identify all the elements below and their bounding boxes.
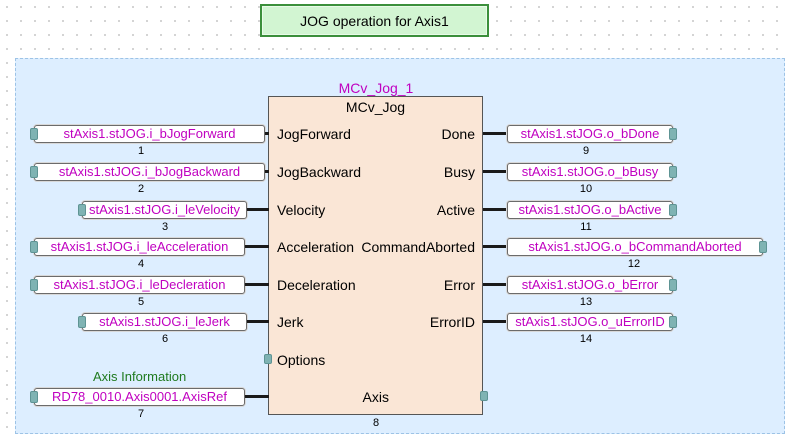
connector-icon[interactable] <box>78 204 86 216</box>
pin-acceleration: Acceleration <box>277 239 355 255</box>
pin-jogbackward: JogBackward <box>277 164 362 180</box>
pin-busy: Busy <box>443 164 475 180</box>
wire <box>245 283 269 286</box>
wire <box>483 132 507 135</box>
wire <box>245 395 269 398</box>
pin-errorid: ErrorID <box>429 314 475 330</box>
connector-icon[interactable] <box>669 204 677 216</box>
input-variable-jerk[interactable]: stAxis1.stJOG.i_leJerk <box>82 313 247 331</box>
step-number: 10 <box>579 183 593 195</box>
step-number-axis: 8 <box>372 417 380 429</box>
input-variable-axis[interactable]: RD78_0010.Axis0001.AxisRef <box>34 388 245 406</box>
wire <box>483 170 507 173</box>
connector-icon[interactable] <box>30 391 38 403</box>
connector-icon[interactable] <box>759 241 767 253</box>
wire <box>247 320 269 323</box>
comment-box[interactable]: JOG operation for Axis1 <box>260 4 489 37</box>
step-number: 9 <box>582 145 590 157</box>
pin-done: Done <box>441 126 475 142</box>
pin-jerk: Jerk <box>277 314 304 330</box>
wire <box>483 283 507 286</box>
step-number: 1 <box>137 145 145 157</box>
wire <box>483 320 507 323</box>
connector-icon[interactable] <box>669 279 677 291</box>
pin-velocity: Velocity <box>277 202 326 218</box>
wire <box>483 245 507 248</box>
connector-icon[interactable] <box>30 166 38 178</box>
step-number: 6 <box>161 333 169 345</box>
input-variable-jogforward[interactable]: stAxis1.stJOG.i_bJogForward <box>34 125 265 143</box>
step-number: 5 <box>137 296 145 308</box>
pin-options: Options <box>277 352 326 368</box>
step-number: 3 <box>161 221 169 233</box>
wire <box>483 208 507 211</box>
pin-error: Error <box>443 277 475 293</box>
wire <box>265 170 269 173</box>
connector-icon[interactable] <box>78 316 86 328</box>
output-variable-busy[interactable]: stAxis1.stJOG.o_bBusy <box>507 163 673 181</box>
wire <box>265 132 269 135</box>
output-variable-errorid[interactable]: stAxis1.stJOG.o_uErrorID <box>507 313 673 331</box>
connector-icon[interactable] <box>669 316 677 328</box>
connector-icon[interactable] <box>30 279 38 291</box>
pin-deceleration: Deceleration <box>277 277 356 293</box>
input-variable-acceleration[interactable]: stAxis1.stJOG.i_leAcceleration <box>34 238 245 256</box>
step-number: 14 <box>579 333 593 345</box>
output-variable-commandaborted[interactable]: stAxis1.stJOG.o_bCommandAborted <box>507 238 763 256</box>
pin-commandaborted: CommandAborted <box>361 239 475 255</box>
step-number: 7 <box>137 408 145 420</box>
output-variable-error[interactable]: stAxis1.stJOG.o_bError <box>507 276 673 294</box>
connector-icon[interactable] <box>30 241 38 253</box>
output-variable-done[interactable]: stAxis1.stJOG.o_bDone <box>507 125 673 143</box>
step-number: 12 <box>627 258 641 270</box>
step-number: 11 <box>580 221 592 233</box>
comment-text: JOG operation for Axis1 <box>300 12 449 29</box>
function-block[interactable] <box>268 96 483 415</box>
output-variable-active[interactable]: stAxis1.stJOG.o_bActive <box>507 201 673 219</box>
wire <box>247 208 269 211</box>
options-connector-icon[interactable] <box>264 354 272 364</box>
instance-name[interactable]: MCv_Jog_1 <box>338 80 414 96</box>
step-number: 2 <box>137 183 145 195</box>
connector-icon[interactable] <box>30 128 38 140</box>
step-number: 13 <box>579 296 593 308</box>
connector-icon[interactable] <box>669 166 677 178</box>
pin-axis: Axis <box>362 389 389 405</box>
step-number: 4 <box>137 258 145 270</box>
pin-jogforward: JogForward <box>277 126 351 142</box>
function-block-type: MCv_Jog <box>345 99 406 115</box>
input-variable-deceleration[interactable]: stAxis1.stJOG.i_leDecleration <box>34 276 245 294</box>
axis-information-label: Axis Information <box>93 369 187 384</box>
wire <box>245 245 269 248</box>
pin-active: Active <box>436 202 475 218</box>
input-variable-velocity[interactable]: stAxis1.stJOG.i_leVelocity <box>82 201 247 219</box>
input-variable-jogbackward[interactable]: stAxis1.stJOG.i_bJogBackward <box>34 163 265 181</box>
axis-out-connector-icon[interactable] <box>480 391 488 401</box>
connector-icon[interactable] <box>669 128 677 140</box>
